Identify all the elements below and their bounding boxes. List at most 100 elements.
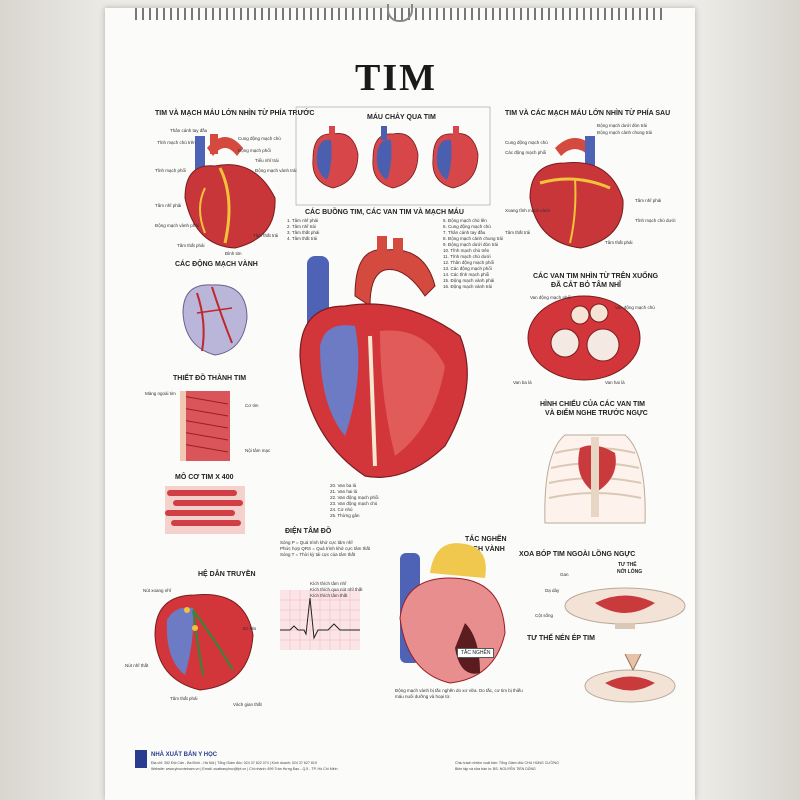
main-heart-cutaway-illustration bbox=[299, 236, 468, 478]
label-tricuspid: Van ba lá bbox=[513, 380, 532, 385]
section-back-view: TIM VÀ CÁC MẠCH MÁU LỚN NHÌN TỪ PHÍA SAU bbox=[505, 110, 671, 117]
list-item: 15. Động mạch vành phải bbox=[443, 278, 495, 283]
list-item: 8. Động mạch cảnh chung trái bbox=[443, 236, 504, 241]
label-endocardium: Nội tâm mạc bbox=[245, 448, 271, 453]
label-atrial-stimulation: Kích thích tâm nhĩ bbox=[310, 581, 347, 586]
section-conduction: HỆ DẪN TRUYỀN bbox=[198, 571, 256, 578]
label-left-ventricle: Tâm thất trái bbox=[253, 233, 279, 238]
label-pulmonary-vein: Tĩnh mạch phổi bbox=[155, 168, 187, 173]
publisher-logo bbox=[135, 750, 147, 768]
blood-flow-diagrams bbox=[312, 126, 479, 189]
section-massage: XOA BÓP TIM NGOÀI LỒNG NGỰC bbox=[519, 551, 636, 558]
compression-position-illustration bbox=[584, 653, 676, 703]
list-item: 16. Động mạch vành trái bbox=[443, 284, 493, 289]
label-liver: Gan bbox=[560, 572, 569, 577]
list-item: 6. Cung động mạch chủ bbox=[443, 224, 491, 229]
list-item: 9. Động mạch dưới đòn trái bbox=[443, 242, 498, 247]
massage-position-illustration bbox=[564, 587, 686, 629]
hanging-hook bbox=[387, 4, 413, 22]
label-stomach: Dạ dày bbox=[545, 588, 560, 593]
list-item: 4. Tâm thất trái bbox=[287, 236, 318, 241]
publisher-contact: Website: www.yhocvietnam.vn | Email: xua… bbox=[151, 767, 338, 771]
publisher-name: NHÀ XUẤT BẢN Y HỌC bbox=[151, 752, 218, 758]
label-left-carotid: Động mạch cảnh chung trái bbox=[597, 130, 653, 135]
list-item: 23. Van động mạch chủ bbox=[330, 501, 378, 506]
coronary-heart-illustration bbox=[182, 284, 248, 356]
list-item: 1. Tâm nhĩ phải bbox=[287, 218, 319, 223]
section-blood-flow: MÁU CHẢY QUA TIM bbox=[367, 114, 436, 121]
list-item: 7. Thân cánh tay đầu bbox=[443, 230, 486, 235]
list-item: 21. Van hai lá bbox=[330, 489, 358, 494]
section-valves-top-2: ĐÃ CẮT BỎ TÂM NHĨ bbox=[551, 282, 621, 289]
label-left-auricle: Tiểu nhĩ trái bbox=[255, 158, 279, 163]
list-item: 2. Tâm nhĩ trái bbox=[287, 224, 316, 229]
label-spine: Cột sống bbox=[535, 613, 554, 618]
section-valves-top-1: CÁC VAN TIM NHÌN TỪ TRÊN XUỐNG bbox=[533, 273, 659, 280]
label-pulmonary-artery: Động mạch phổi bbox=[238, 148, 271, 153]
list-item: Phức hợp QRS = Quá trình khử cực tâm thấ… bbox=[280, 546, 371, 551]
front-view-heart-illustration bbox=[184, 134, 276, 249]
section-coronary: CÁC ĐỘNG MẠCH VÀNH bbox=[175, 261, 258, 268]
valves-top-view-illustration bbox=[527, 295, 641, 381]
valves-list: 20. Van ba lá 21. Van hai lá 22. Van độn… bbox=[330, 483, 378, 519]
label-conduction-right-ventricle: Tâm thất phải bbox=[170, 696, 198, 701]
blockage-tag: TẮC NGHẼN bbox=[457, 648, 495, 658]
publisher-credit-1: Chịu trách nhiệm xuất bản: Tổng Giám đốc… bbox=[455, 761, 559, 765]
label-ventricular-stimulation: Kích thích tâm thất bbox=[310, 593, 348, 598]
label-back-right-atrium: Tâm nhĩ phải bbox=[635, 198, 662, 203]
list-item: 24. Cơ nhú bbox=[330, 507, 353, 512]
section-ecg: ĐIỆN TÂM ĐỒ bbox=[285, 528, 332, 535]
poster-title: TIM bbox=[355, 57, 437, 99]
section-blockage-1: TẮC NGHẼN bbox=[465, 536, 507, 543]
vessels-list: 5. Động mạch chủ lên 6. Cung động mạch c… bbox=[443, 218, 503, 290]
label-av-stimulation: Kích thích qua nút nhĩ thất bbox=[310, 587, 363, 592]
muscle-tissue-illustration bbox=[165, 486, 245, 534]
blood-flow-frame bbox=[295, 106, 491, 206]
label-right-ventricle: Tâm thất phải bbox=[177, 243, 205, 248]
back-view-heart-illustration bbox=[529, 136, 624, 249]
list-item: Sóng P = Quá trình khử cực tâm nhĩ bbox=[280, 540, 353, 545]
section-muscle: MÔ CƠ TIM X 400 bbox=[175, 474, 234, 481]
label-right-coronary: Động mạch vành phải bbox=[155, 223, 199, 228]
label-septum: Vách gian thất bbox=[233, 702, 262, 707]
section-position-2: NỚI LỎNG bbox=[617, 569, 643, 575]
label-pulmonary-arteries: Các động mạch phổi bbox=[505, 150, 547, 155]
label-sinoatrial-node: Nút xoang nhĩ bbox=[143, 588, 172, 593]
ecg-strip-illustration bbox=[280, 590, 360, 650]
label-aortic-arch: Cung động mạch chủ bbox=[238, 136, 281, 141]
chambers-list: 1. Tâm nhĩ phải 2. Tâm nhĩ trái 3. Tâm t… bbox=[287, 218, 319, 242]
publisher-address: Địa chỉ: 352 Đội Cấn - Ba Đình - Hà Nội … bbox=[151, 761, 317, 765]
label-mitral: Van hai lá bbox=[605, 380, 625, 385]
anatomy-poster: TIM TIM VÀ MẠCH MÁU LỚN NHÌN TỪ PHÍA TRƯ… bbox=[105, 4, 695, 800]
label-left-coronary: Động mạch vành trái bbox=[255, 168, 297, 173]
label-coronary-sinus: Xoang tĩnh mạch vành bbox=[505, 208, 551, 213]
list-item: 12. Thân động mạch phổi bbox=[443, 260, 494, 265]
list-item: Sóng T = Thời kỳ tái cực của tâm thất bbox=[280, 552, 356, 557]
section-blockage-2: MẠCH VÀNH bbox=[462, 546, 505, 553]
coronary-blockage-heart-illustration bbox=[399, 543, 506, 684]
section-wall: THIẾT ĐỒ THÀNH TIM bbox=[173, 375, 247, 382]
label-his-bundle: Bó His bbox=[243, 626, 257, 631]
publisher-credit-2: Biên tập và sửa bản in: BS. NGUYỄN TIẾN … bbox=[455, 767, 536, 771]
label-back-aortic-arch: Cung động mạch chủ bbox=[505, 140, 548, 145]
label-back-right-ventricle: Tâm thất phải bbox=[605, 240, 633, 245]
label-right-atrium: Tâm nhĩ phải bbox=[155, 203, 182, 208]
conduction-heart-illustration bbox=[154, 594, 254, 691]
list-item: 10. Tĩnh mạch chủ trên bbox=[443, 248, 490, 253]
list-item: 25. Thừng gân bbox=[330, 513, 360, 518]
spiral-binding bbox=[135, 8, 665, 20]
section-projection-1: HÌNH CHIẾU CỦA CÁC VAN TIM bbox=[540, 401, 645, 408]
label-inferior-vena-cava: Tĩnh mạch chủ dưới bbox=[635, 218, 676, 223]
label-brachiocephalic: Thân cánh tay đầu bbox=[170, 128, 208, 133]
label-av-node: Nút nhĩ thất bbox=[125, 663, 149, 668]
label-subclavian: Động mạch dưới đòn trái bbox=[597, 123, 647, 128]
section-projection-2: VÀ ĐIỂM NGHE TRƯỚC NGỰC bbox=[545, 410, 648, 417]
chest-projection-illustration bbox=[544, 434, 646, 524]
label-superior-vena-cava: Tĩnh mạch chủ trên bbox=[157, 140, 196, 145]
list-item: 3. Tâm thất phải bbox=[287, 230, 320, 235]
list-item: 5. Động mạch chủ lên bbox=[443, 218, 487, 223]
section-chambers: CÁC BUỒNG TIM, CÁC VAN TIM VÀ MẠCH MÁU bbox=[305, 209, 464, 216]
section-position-1: TƯ THẾ bbox=[618, 562, 637, 568]
section-front-view: TIM VÀ MẠCH MÁU LỚN NHÌN TỪ PHÍA TRƯỚC bbox=[155, 110, 315, 117]
label-pericardium: Màng ngoài tim bbox=[145, 391, 176, 396]
